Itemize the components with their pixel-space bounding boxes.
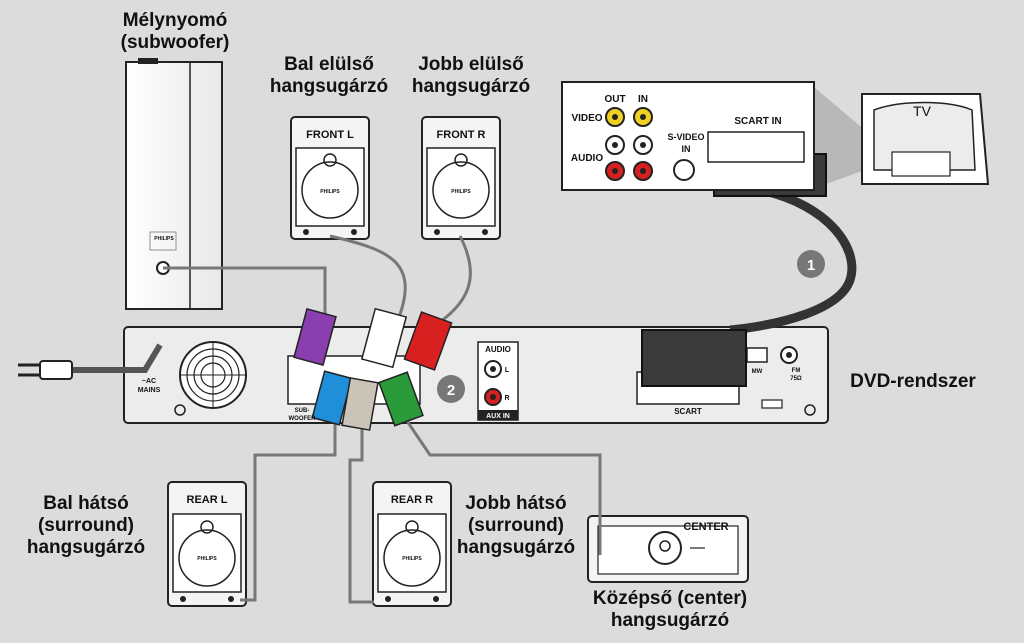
tag-rear-l: REAR L: [187, 494, 228, 506]
tv-scart-in-label: SCART IN: [734, 116, 781, 127]
front-left-label-line1: Bal elülső: [284, 54, 374, 75]
tv-video-label: VIDEO: [571, 113, 602, 124]
brand-front-r: PHILIPS: [451, 189, 471, 195]
tag-front-l: FRONT L: [306, 129, 354, 141]
center-label-line2: hangsugárzó: [610, 609, 730, 631]
brand-subwoofer: PHILIPS: [154, 236, 174, 242]
subwoofer-label-line2: (subwoofer): [120, 31, 230, 53]
brand-rear-r: PHILIPS: [402, 556, 422, 562]
dvd-system-label-text: DVD-rendszer: [850, 371, 976, 392]
speaker-front-right: [421, 116, 501, 240]
step-1-badge: [797, 250, 825, 278]
tv-out-label: OUT: [604, 94, 625, 105]
rear-left-label-line1: Bal hátsó: [43, 493, 129, 514]
fm-label-1: FM: [792, 368, 801, 374]
step-2-badge: [437, 375, 465, 403]
rear-left-label-line3: hangsugárzó: [26, 536, 146, 558]
aux-r-label: R: [504, 395, 509, 402]
tv-svideo-label-2: IN: [682, 144, 691, 154]
plug-front-right: [403, 311, 453, 371]
speaker-rear-left: [167, 481, 247, 607]
plug-rear-right: [341, 377, 379, 431]
power-cord: [18, 343, 163, 380]
plug-center: [378, 371, 424, 427]
step-1-number: 1: [807, 257, 815, 274]
aux-in-label: AUX IN: [486, 413, 510, 420]
fm-label-2: 75Ω: [790, 376, 802, 382]
mw-label: MW: [752, 369, 763, 375]
plug-front-left: [360, 307, 408, 369]
front-left-label: Bal elülső hangsugárzó: [258, 54, 400, 98]
center-label-line1: Középső (center): [592, 588, 748, 609]
scart-label: SCART: [674, 407, 702, 416]
sub-label-2: WOOFER: [289, 416, 317, 422]
subwoofer-label-line1: Mélynyomó: [122, 10, 228, 31]
aux-audio-label: AUDIO: [485, 345, 511, 354]
tv-label: TV: [913, 103, 932, 119]
front-right-label-line1: Jobb elülső: [418, 54, 524, 75]
ac-mains-label-1: ~AC: [142, 378, 156, 385]
sub-label-1: SUB-: [295, 408, 310, 414]
subwoofer-label: Mélynyomó (subwoofer): [100, 10, 250, 54]
speaker-wires: [163, 234, 602, 604]
speaker-rear-right: [372, 481, 452, 607]
plug-subwoofer: [293, 308, 337, 366]
tv-svideo-label-1: S-VIDEO: [667, 132, 704, 142]
brand-rear-l: PHILIPS: [197, 556, 217, 562]
brand-front-l: PHILIPS: [320, 189, 340, 195]
aux-l-label: L: [505, 367, 510, 374]
tag-center: CENTER: [683, 521, 728, 533]
speaker-center: [587, 515, 749, 583]
step-2-number: 2: [447, 382, 455, 399]
tv-in-label: IN: [638, 94, 648, 105]
tag-rear-r: REAR R: [391, 494, 433, 506]
tag-front-r: FRONT R: [437, 129, 486, 141]
tv-audio-label: AUDIO: [571, 153, 603, 164]
rear-left-label-line2: (surround): [37, 514, 135, 536]
speaker-front-left: [290, 116, 370, 240]
rear-left-label: Bal hátsó (surround) hangsugárzó: [12, 493, 160, 559]
front-right-label: Jobb elülső hangsugárzó: [400, 54, 542, 98]
dvd-system-label: DVD-rendszer: [838, 371, 988, 393]
rear-right-label-line3: hangsugárzó: [456, 536, 576, 558]
rear-right-label-line1: Jobb hátsó: [465, 493, 567, 514]
front-left-label-line2: hangsugárzó: [269, 75, 389, 97]
rear-right-label: Jobb hátsó (surround) hangsugárzó: [442, 493, 590, 559]
front-right-label-line2: hangsugárzó: [411, 75, 531, 97]
center-label: Középső (center) hangsugárzó: [578, 588, 762, 632]
subwoofer: [125, 58, 223, 310]
ac-mains-label-2: MAINS: [138, 387, 161, 394]
rear-right-label-line2: (surround): [467, 514, 565, 536]
tv-set: [861, 93, 990, 185]
tv-back-panel: [561, 81, 815, 191]
